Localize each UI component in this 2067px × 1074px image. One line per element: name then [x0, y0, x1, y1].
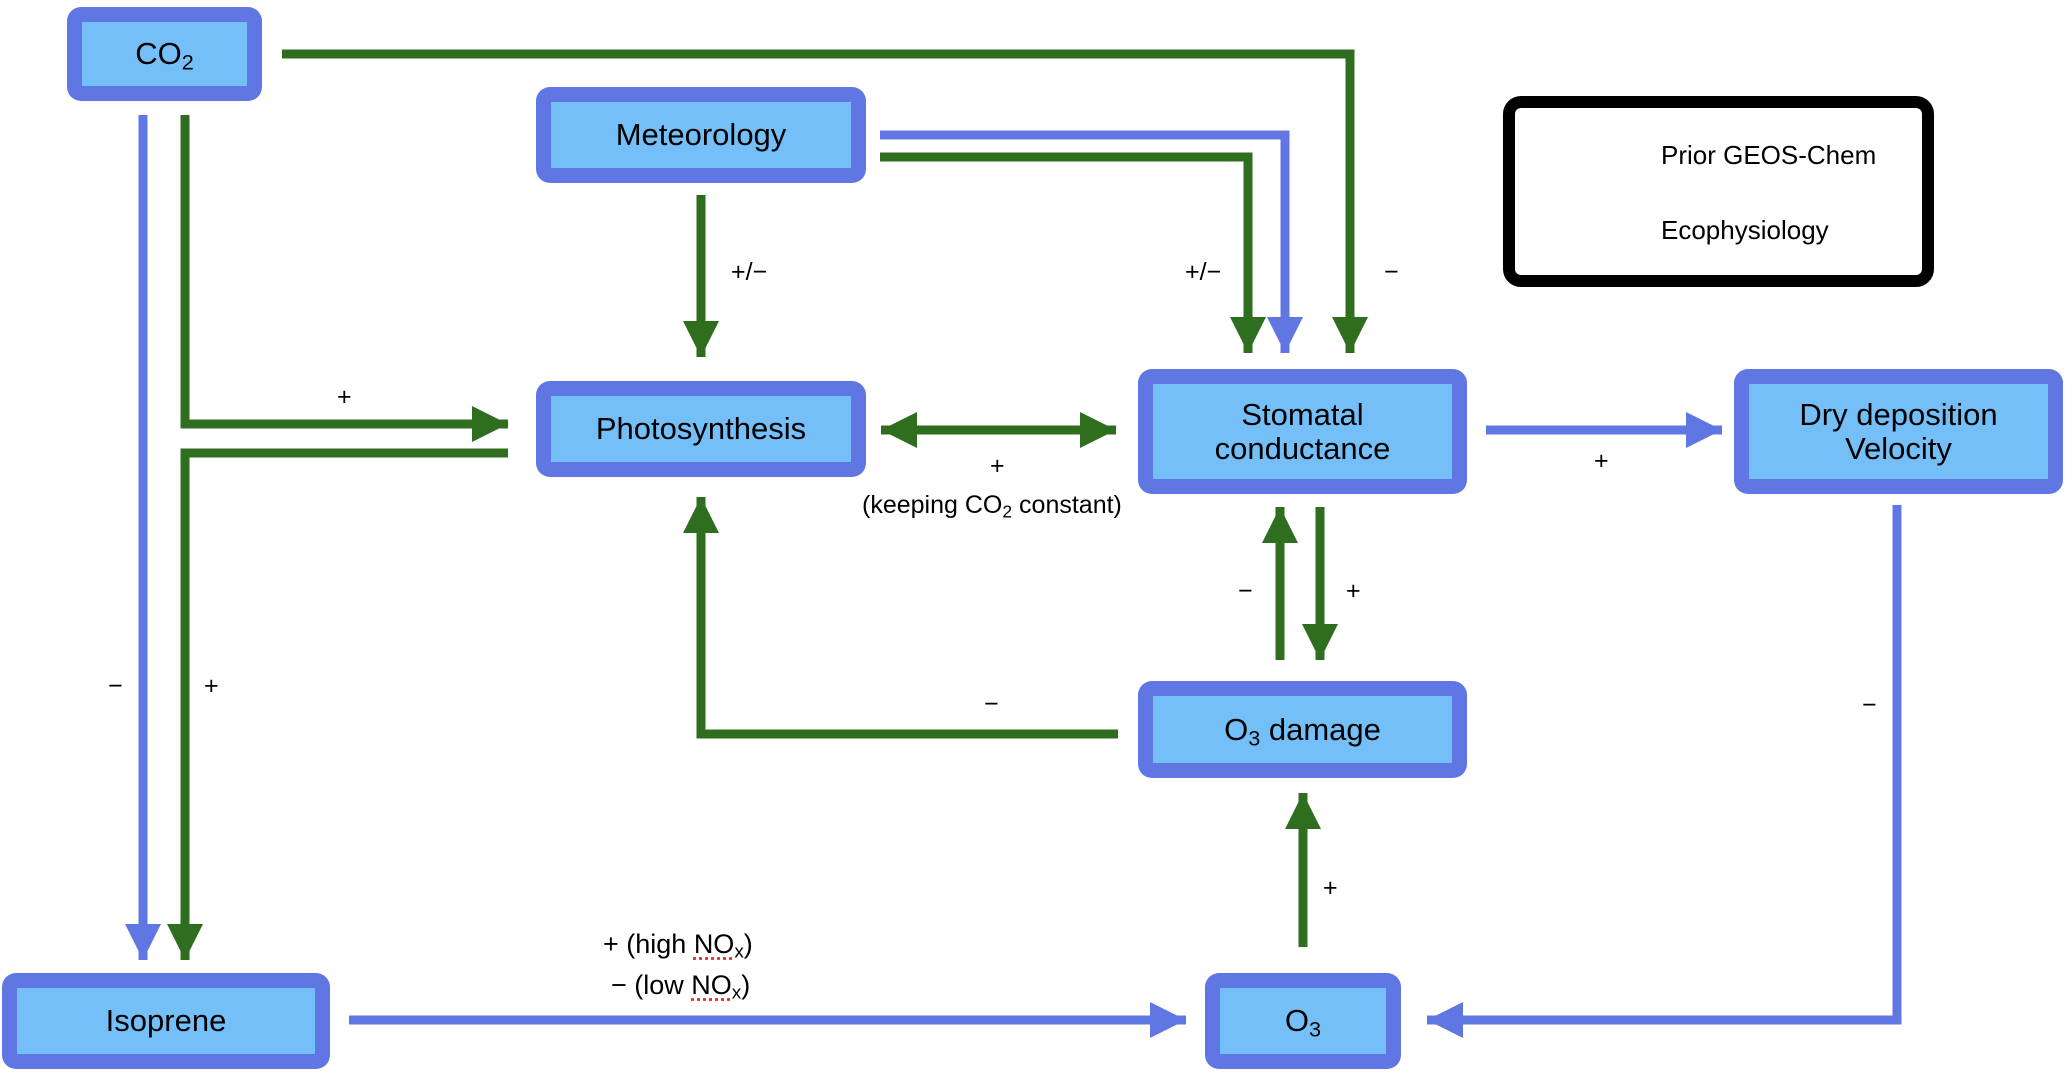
- label-o3damage-to-photosynthesis: −: [984, 690, 999, 718]
- o3-damage-subscript: 3: [1248, 724, 1261, 750]
- nox-main-low: NO: [691, 970, 732, 1000]
- o3-damage-main: O: [1224, 711, 1249, 747]
- node-photosynthesis-label: Photosynthesis: [595, 411, 807, 446]
- nox-term-high: NOx: [693, 929, 744, 962]
- node-co2: CO2: [67, 7, 262, 101]
- label-co2-to-stomatal: −: [1384, 258, 1399, 286]
- node-dry-deposition-velocity: Dry deposition Velocity: [1734, 369, 2063, 494]
- note-post: constant): [1012, 491, 1122, 519]
- high-nox-close: ): [743, 929, 753, 959]
- node-o3-damage: O3 damage: [1138, 681, 1467, 778]
- arrow-co2-to-stomatal: [282, 49, 1368, 353]
- note-sub: 2: [1002, 501, 1013, 522]
- label-keeping-co2-constant: (keeping CO2 constant): [862, 491, 1122, 522]
- label-drydep-to-o3: −: [1862, 691, 1877, 719]
- co2-main: CO: [135, 36, 182, 71]
- low-nox-pre: − (low: [611, 970, 692, 1000]
- legend: [1503, 96, 1934, 287]
- o3-subscript: 3: [1309, 1016, 1322, 1042]
- node-o3: O3: [1205, 973, 1401, 1069]
- o3-damage-suffix: damage: [1260, 711, 1381, 747]
- low-nox-close: ): [741, 970, 751, 1000]
- note-pre: (keeping CO: [862, 491, 1003, 519]
- node-stomatal-line1: Stomatal: [1241, 396, 1364, 432]
- co2-subscript: 2: [181, 49, 194, 75]
- arrow-meteorology-to-stomatal-eco: [880, 152, 1266, 353]
- label-o3damage-to-stomatal: −: [1238, 577, 1253, 605]
- arrow-meteorology-to-stomatal-prior: [880, 130, 1303, 353]
- arrow-o3damage-to-photosynthesis: [683, 497, 1118, 739]
- label-stomatal-to-o3damage: +: [1346, 577, 1361, 605]
- label-co2-to-photosynthesis: +: [337, 383, 352, 411]
- node-o3-label: O3: [1284, 1003, 1322, 1042]
- node-stomatal-conductance: Stomatal conductance: [1138, 369, 1467, 494]
- nox-main-high: NO: [693, 929, 735, 959]
- node-co2-label: CO2: [135, 36, 194, 75]
- label-o3-to-o3damage: +: [1323, 874, 1338, 902]
- node-o3-damage-label: O3 damage: [1224, 711, 1381, 750]
- legend-label-eco: Ecophysiology: [1661, 215, 1829, 245]
- label-photosynthesis-stomatal: +: [990, 452, 1005, 480]
- arrow-co2-to-photosynthesis: [180, 115, 508, 442]
- node-drydep-line1: Dry deposition: [1799, 396, 1998, 432]
- label-isoprene-to-o3-high-nox: + (high NOx): [603, 929, 753, 962]
- high-nox-pre: + (high: [603, 929, 694, 959]
- legend-label-prior: Prior GEOS-Chem: [1661, 140, 1877, 170]
- label-stomatal-to-drydep: +: [1594, 447, 1609, 475]
- node-meteorology-label: Meteorology: [615, 117, 787, 152]
- node-stomatal-line2: conductance: [1214, 430, 1391, 466]
- nox-sub-low: x: [731, 982, 742, 1004]
- o3-main: O: [1284, 1003, 1310, 1038]
- nox-sub-high: x: [734, 941, 744, 963]
- node-isoprene: Isoprene: [2, 973, 330, 1069]
- arrow-drydep-to-o3: [1427, 505, 1902, 1038]
- node-photosynthesis: Photosynthesis: [536, 381, 866, 477]
- nox-term-low: NOx: [691, 970, 741, 1003]
- node-drydep-line2: Velocity: [1845, 430, 1952, 466]
- label-isoprene-to-o3-low-nox: − (low NOx): [611, 970, 751, 1003]
- label-photosynthesis-to-isoprene: +: [204, 672, 219, 700]
- arrow-photosynthesis-to-isoprene: [167, 448, 508, 960]
- label-co2-to-isoprene: −: [108, 672, 123, 700]
- label-meteorology-to-stomatal: +/−: [1185, 258, 1222, 286]
- node-meteorology: Meteorology: [536, 87, 866, 183]
- label-meteorology-to-photosynthesis: +/−: [731, 258, 768, 286]
- node-isoprene-label: Isoprene: [105, 1003, 227, 1038]
